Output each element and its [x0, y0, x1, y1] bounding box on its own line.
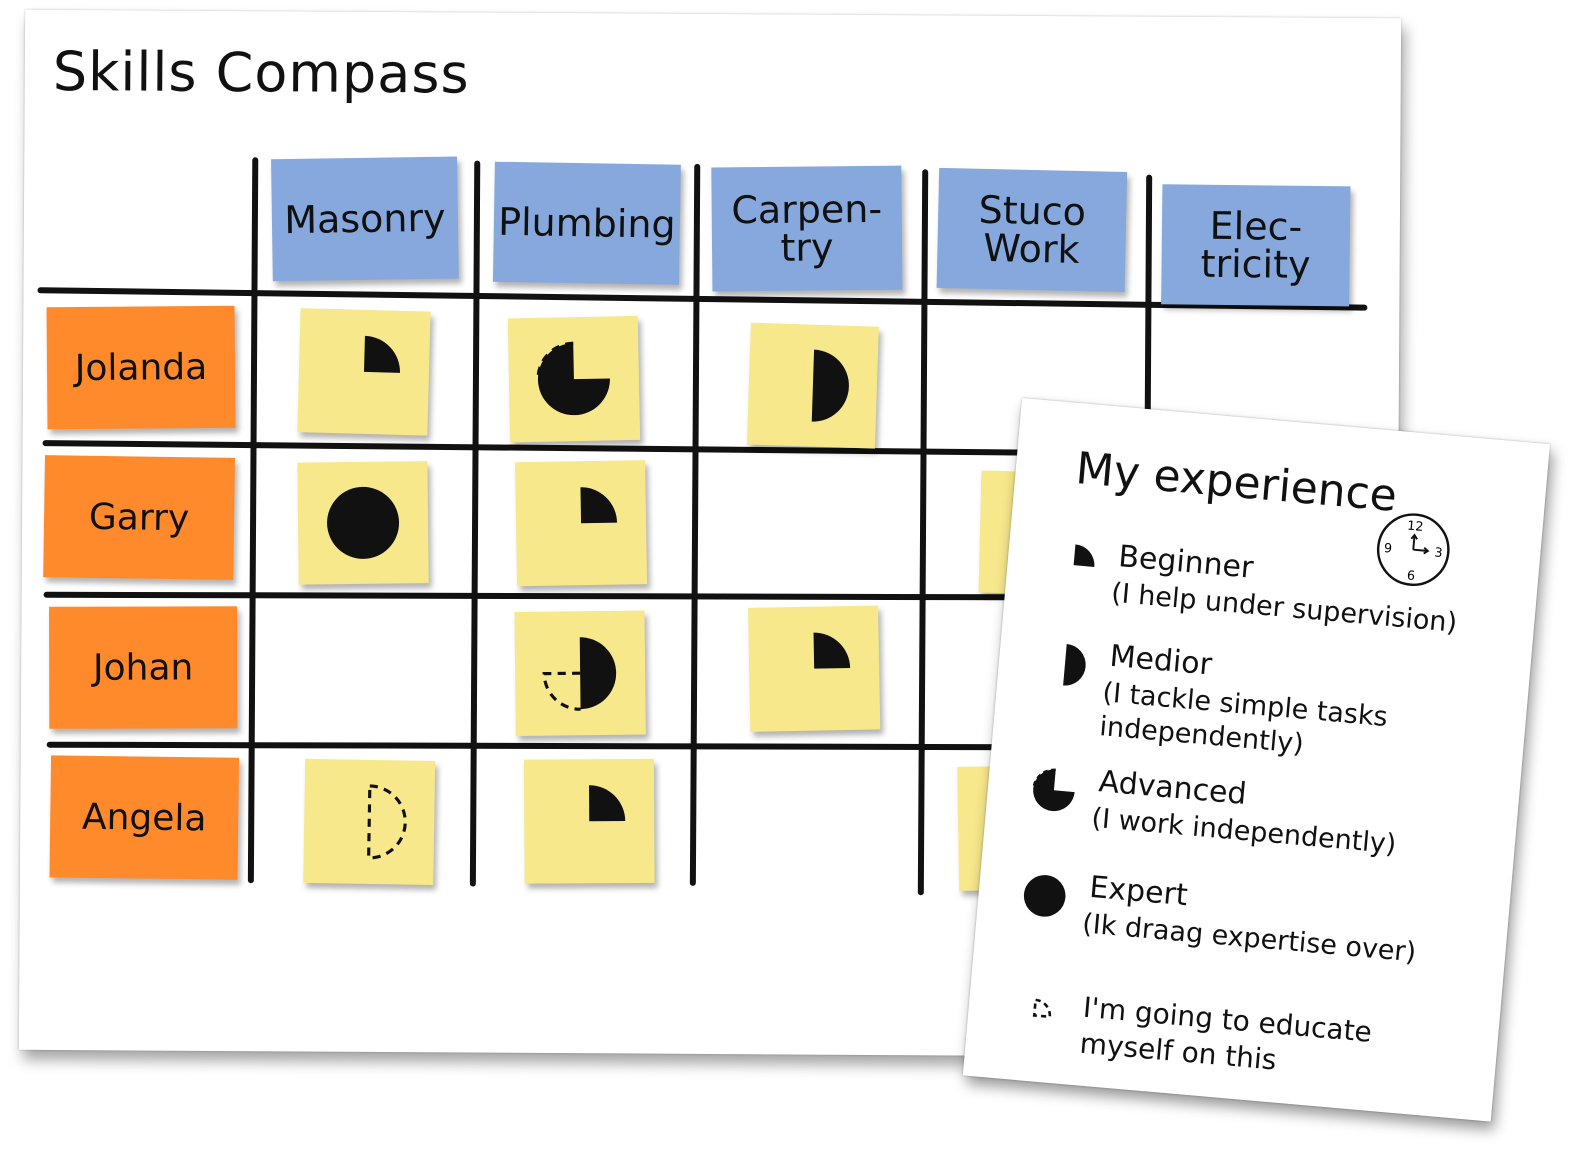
- skill-header-label: Carpen-: [731, 186, 883, 233]
- board-title: Skills Compass: [52, 39, 470, 106]
- clock-number-12: 12: [1407, 518, 1424, 534]
- skill-level-note: [523, 758, 655, 884]
- person-label: Johan: [49, 606, 238, 729]
- skill-header-label: Stuco: [978, 187, 1087, 235]
- skill-header-label-line2: try: [780, 225, 834, 270]
- legend-learning-note: I'm going to educate myself on this: [1078, 990, 1374, 1077]
- person-label: Jolanda: [46, 305, 236, 430]
- skill-level-note: [297, 461, 429, 585]
- expert-level-icon: [1023, 875, 1066, 917]
- grid-row-divider: [46, 741, 1037, 751]
- skill-level-note: [303, 758, 436, 885]
- legend-item-expert: Expert(Ik draag expertise over): [1021, 864, 1499, 968]
- skill-level-note: [514, 610, 646, 736]
- skill-header-label: Plumbing: [497, 199, 676, 247]
- clock-icon: 12 3 6 9: [1376, 513, 1450, 586]
- legend-level-name: Medior: [1108, 638, 1214, 683]
- beginner-level-icon: [589, 785, 626, 822]
- skill-header-label: Elec-: [1209, 203, 1303, 249]
- person-label: Angela: [49, 755, 240, 880]
- beginner-level-icon: [813, 632, 851, 669]
- skill-header: Elec-tricity: [1161, 184, 1351, 307]
- expert-level-icon: [327, 486, 400, 559]
- legend-title: My experience: [1073, 443, 1399, 522]
- grid-column-divider: [469, 160, 481, 887]
- skill-header-label-line2: tricity: [1200, 241, 1311, 287]
- grid-column-divider: [247, 157, 259, 884]
- legend-item-beginner: Beginner(I help under supervision): [1050, 533, 1528, 639]
- skill-level-note: [748, 605, 881, 732]
- skill-level-note: [746, 322, 879, 449]
- skill-level-note: [515, 460, 648, 587]
- legend-item-advanced: Advanced(I work independently): [1031, 758, 1509, 860]
- learning-level-icon: [367, 784, 407, 860]
- legend-level-description: (I tackle simple tasks independently): [1098, 677, 1389, 760]
- clock-number-9: 9: [1383, 540, 1392, 556]
- skill-header: Carpen-try: [711, 165, 903, 292]
- legend-level-description: (I help under supervision): [1109, 577, 1459, 639]
- grid-column-divider: [689, 163, 701, 886]
- beginner-level-icon: [580, 487, 618, 524]
- experience-legend-card: My experience 12 3 6 9 Beginner(I help u…: [962, 398, 1550, 1122]
- clock-number-3: 3: [1434, 544, 1443, 560]
- grid-row-divider: [43, 591, 1084, 601]
- clock-number-6: 6: [1406, 567, 1415, 583]
- legend-item-medior: Medior(I tackle simple tasks independent…: [1042, 633, 1520, 760]
- beginner-level-icon: [1073, 544, 1095, 567]
- skill-level-note: [297, 308, 431, 436]
- skills-board: Skills Compass Masonry Plumbing Carpen-try…: [18, 9, 1402, 1059]
- legend-level-name: Expert: [1088, 869, 1190, 914]
- learning-intent-icon: [1032, 998, 1052, 1019]
- person-label: Garry: [43, 455, 235, 580]
- medior-learning-level-icon: [542, 637, 617, 711]
- beginner-level-icon: [363, 335, 400, 373]
- skill-header: Masonry: [271, 156, 459, 282]
- skill-header: Plumbing: [492, 161, 681, 285]
- skill-level-note: [507, 315, 641, 443]
- advanced-level-icon: [536, 341, 610, 416]
- legend-level-description: (Ik draag expertise over): [1081, 908, 1418, 969]
- skill-header-label-line2: Work: [982, 225, 1081, 273]
- legend-item-learning: I'm going to educate myself on this: [1011, 983, 1489, 1077]
- grid-column-divider: [1144, 174, 1153, 415]
- grid-column-divider: [917, 169, 929, 896]
- advanced-level-icon: [1032, 768, 1075, 812]
- skill-header-label: Masonry: [283, 195, 446, 243]
- medior-level-icon: [1063, 644, 1086, 686]
- grid-row-divider: [42, 440, 1093, 457]
- legend-level-description: (I work independently): [1090, 802, 1398, 861]
- medior-level-icon: [811, 349, 849, 422]
